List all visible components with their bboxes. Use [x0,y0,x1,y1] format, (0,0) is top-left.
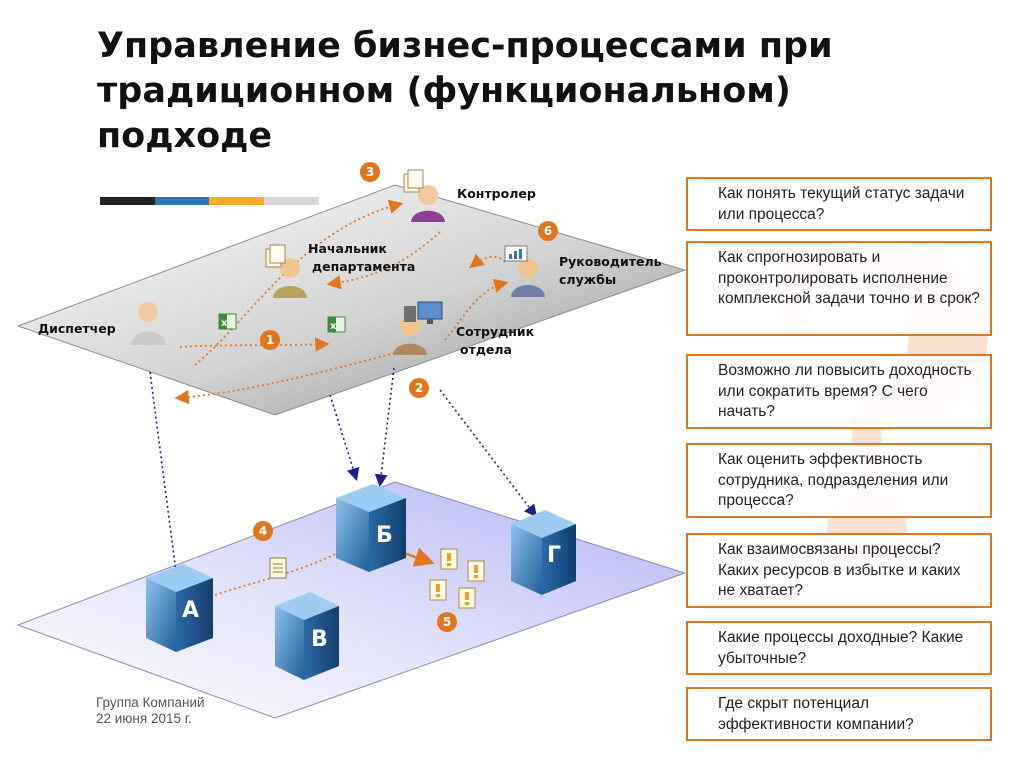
question-text-5: Как взаимосвязаны процессы? Каких ресурс… [718,541,961,599]
role-label-controller: Контролер [457,186,536,201]
question-box-1: Как понять текущий статус задачи или про… [686,177,992,231]
process-cube-b: Б [336,484,406,572]
step-badge-6: 6 [538,221,558,241]
role-label-employee-line2: отдела [460,342,512,357]
question-text-3: Возможно ли повысить доходность или сокр… [718,362,972,420]
accent-bar-blue [155,197,209,205]
flow-a-b [214,543,356,596]
flow-dispatcher-controller [194,199,404,366]
flow-employee-dispatcher [174,351,401,405]
process-cube-g: Г [511,510,576,595]
step-badge-6-number: 6 [544,224,552,238]
question-box-6: Какие процессы доходные? Какие убыточные… [686,621,992,675]
title-line-3: подходе [97,116,273,156]
connector-employee-b1 [329,394,360,482]
accent-bar-black [100,197,155,205]
step-badge-4: 4 [253,521,273,541]
title-line-1: Управление бизнес-процессами при [97,26,833,66]
process-label-v: В [311,627,328,652]
process-label-a: А [182,598,199,623]
warning-document-icon [429,548,485,609]
role-label-service-head-line2: службы [559,272,616,287]
role-label-employee-line1: Сотрудник [456,324,535,339]
flow-controller-head [326,231,441,290]
person-icon [511,258,545,297]
role-label-dispatcher: Диспетчер [38,321,116,336]
step-badge-5-number: 5 [443,615,451,629]
process-cube-a: А [146,564,213,652]
question-box-2: Как спрогнозировать и проконтролировать … [686,241,992,336]
step-badge-3-number: 3 [366,165,374,179]
question-box-4: Как оценить эффективность сотрудника, по… [686,443,992,518]
question-text-2: Как спрогнозировать и проконтролировать … [718,249,980,307]
question-box-7: Где скрыт потенциал эффективности компан… [686,687,992,741]
question-text-6: Какие процессы доходные? Какие убыточные… [718,629,964,667]
accent-bar-yellow [209,197,264,205]
flow-employee-service [444,278,509,341]
step-badge-1: 1 [260,330,280,350]
process-label-g: Г [547,543,561,568]
step-badge-2-number: 2 [415,381,423,395]
connector-employee-g [439,389,537,518]
page-title: Управление бизнес-процессами при традици… [97,24,977,159]
question-text-4: Как оценить эффективность сотрудника, по… [718,451,949,509]
step-badge-5: 5 [437,612,457,632]
document-icon [265,244,286,268]
document-icon [269,557,287,579]
process-cube-v: В [275,592,339,680]
question-text-7: Где скрыт потенциал эффективности компан… [718,695,914,733]
excel-icon: x [218,313,237,330]
footer-company: Группа Компаний [96,695,205,710]
step-badge-3: 3 [360,162,380,182]
person-icon [411,185,445,222]
chart-icon [504,245,528,262]
connector-dispatcher-a [149,371,177,573]
process-label-b: Б [376,523,393,548]
accent-bar-grey [264,197,319,205]
step-badge-1-number: 1 [266,333,274,347]
step-badge-4-number: 4 [259,524,267,538]
flow-dispatcher-employee [179,337,330,352]
connector-employee-b2 [374,367,395,488]
process-diagram: x x А Б В Г [16,162,687,719]
document-icon [403,169,424,193]
role-label-service-head-line1: Руководитель [559,254,662,269]
step-badge-2: 2 [409,378,429,398]
svg-text:x: x [330,321,337,332]
question-box-3: Возможно ли повысить доходность или сокр… [686,354,992,429]
excel-icon: x [327,316,346,333]
person-icon [131,302,166,345]
question-text-1: Как понять текущий статус задачи или про… [718,185,965,223]
title-line-2: традиционном (функциональном) [97,71,791,111]
question-box-5: Как взаимосвязаны процессы? Каких ресурс… [686,533,992,608]
computer-icon [404,301,443,324]
svg-text:x: x [221,318,228,329]
upper-plane [16,184,687,416]
role-label-department-head-line1: Начальник [308,241,387,256]
footer-date: 22 июня 2015 г. [96,711,192,726]
role-label-department-head-line2: департамента [312,259,415,274]
